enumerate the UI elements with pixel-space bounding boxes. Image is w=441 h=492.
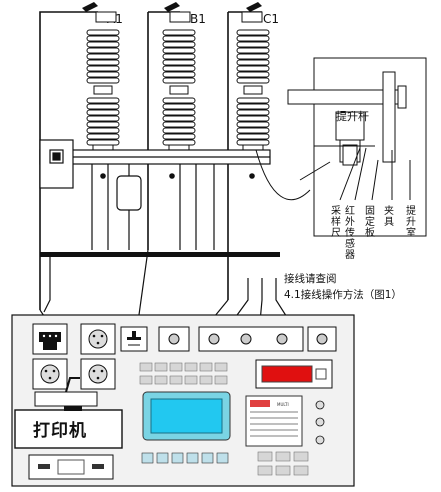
lift-cable — [255, 149, 311, 200]
small-posts-left[interactable] — [158, 326, 190, 352]
ir-sensor-label: 红外传感器 — [345, 204, 355, 261]
fixing-plate-label: 固定板 — [365, 205, 375, 239]
lcd-screen — [142, 391, 231, 441]
lift-device — [287, 57, 427, 237]
wiring-note-line2: 4.1接线操作方法（图1） — [284, 288, 402, 301]
insulator-column-a — [86, 11, 120, 156]
phase-label-c: C1 — [263, 12, 279, 26]
ground-bar — [40, 252, 280, 257]
phase-connector[interactable] — [32, 323, 68, 355]
binding-posts[interactable] — [198, 326, 304, 352]
lift-chamber-label: 提升室 — [406, 205, 416, 239]
mechanism-frame — [39, 139, 271, 250]
socket-c[interactable] — [32, 358, 68, 390]
phase-label-b: B1 — [190, 12, 206, 26]
reference-card — [245, 395, 303, 447]
insulator-column-c — [236, 11, 270, 156]
socket-b[interactable] — [80, 323, 116, 355]
right-knobs[interactable] — [315, 400, 325, 445]
panel-wires — [39, 249, 291, 323]
printer — [14, 377, 123, 449]
ground-terminal[interactable] — [120, 326, 148, 352]
small-post-right[interactable] — [307, 326, 337, 352]
wiring-note-line1: 接线请查阅 — [284, 272, 337, 285]
right-bottom-buttons[interactable] — [257, 451, 309, 476]
vertical-labels: 采样尺 红外传感器 固定板 夹具 提升室 — [331, 204, 416, 261]
reference-card-title: MULTI — [277, 402, 289, 407]
clamp-label: 夹具 — [384, 204, 394, 228]
lift-rod-label: 提升杆 — [336, 109, 369, 123]
lcd-nav-buttons[interactable] — [141, 452, 229, 464]
insulator-column-b — [162, 11, 196, 156]
power-switch-module[interactable] — [28, 454, 114, 480]
socket-d[interactable] — [80, 358, 116, 390]
clip-icons — [82, 2, 262, 12]
printer-label: 打印机 — [33, 420, 87, 441]
function-button-row[interactable] — [139, 362, 228, 385]
sample-ruler-label: 采样尺 — [331, 205, 341, 239]
led-display — [255, 359, 333, 389]
